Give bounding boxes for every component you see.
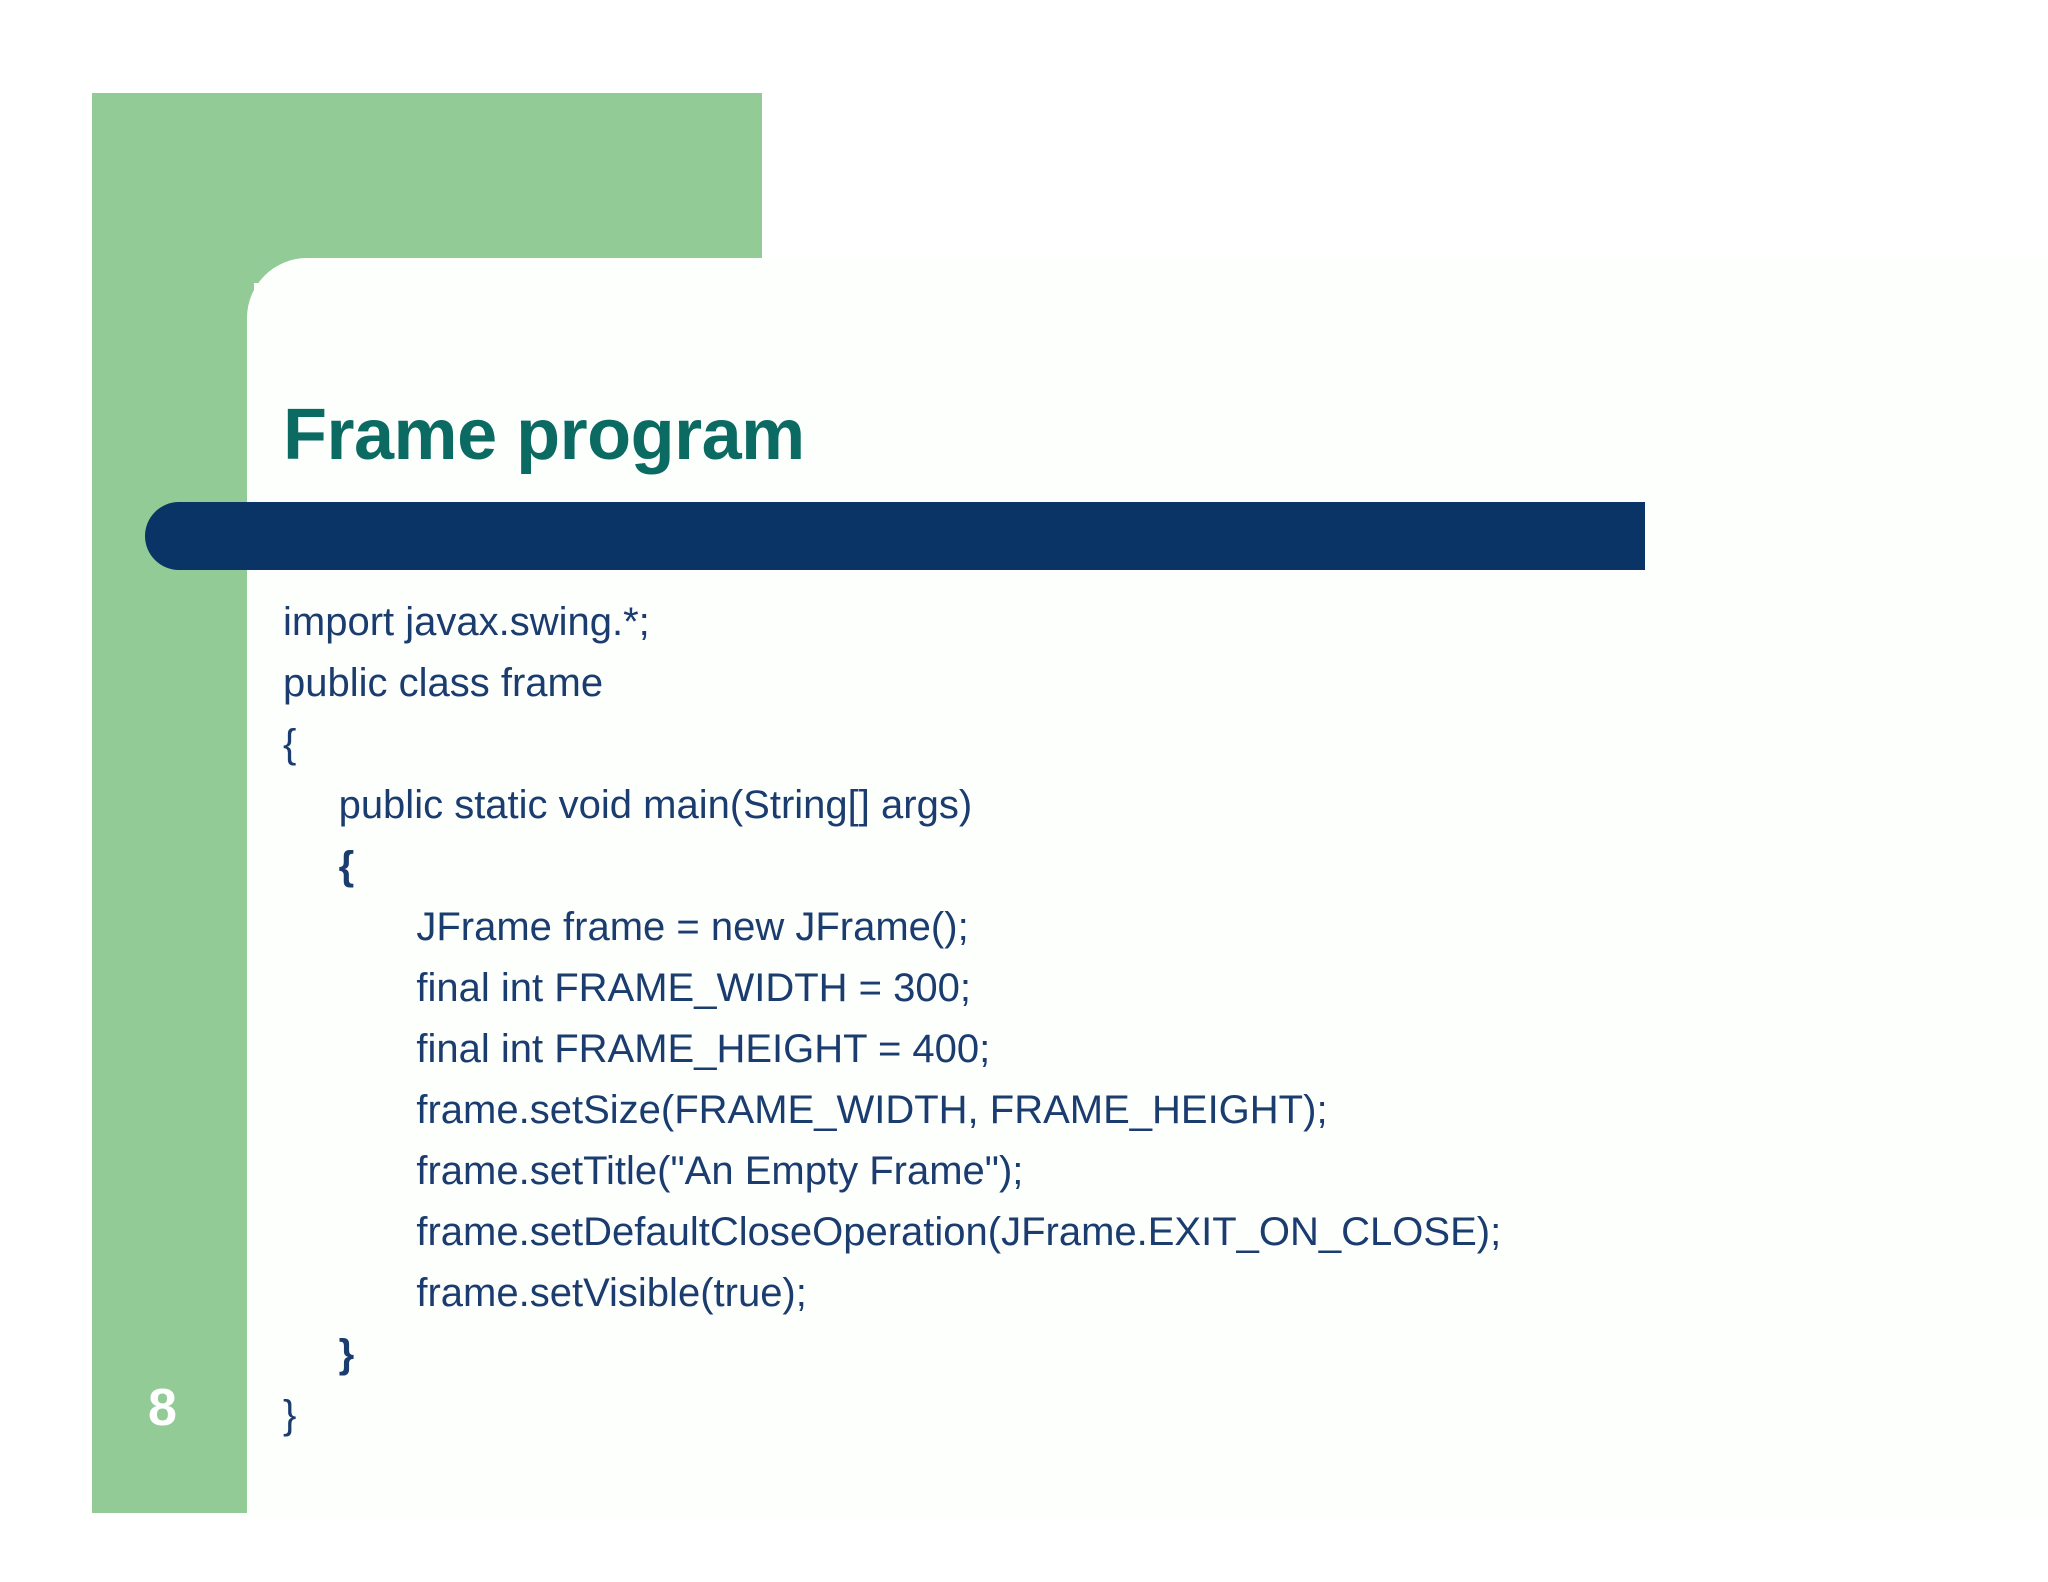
code-line: frame.setSize(FRAME_WIDTH, FRAME_HEIGHT)… [283, 1088, 1328, 1132]
code-line: frame.setTitle("An Empty Frame"); [283, 1149, 1024, 1193]
code-block: import javax.swing.*; public class frame {… [283, 592, 1883, 1446]
code-line: final int FRAME_HEIGHT = 400; [283, 1027, 991, 1071]
code-line: } [283, 1332, 355, 1376]
code-line: JFrame frame = new JFrame(); [283, 905, 969, 949]
code-line: final int FRAME_WIDTH = 300; [283, 966, 971, 1010]
code-line: frame.setVisible(true); [283, 1271, 807, 1315]
code-line: frame.setDefaultCloseOperation(JFrame.EX… [283, 1210, 1502, 1254]
page-title: Frame program [283, 395, 805, 476]
code-line: public static void main(String[] args) [283, 783, 973, 827]
code-line: import javax.swing.*; [283, 600, 650, 644]
content-panel [247, 258, 2048, 1518]
code-line: { [283, 844, 355, 888]
code-line: } [283, 1393, 297, 1437]
green-sidebar-band [92, 93, 254, 1513]
slide-page-number: 8 [148, 1379, 177, 1437]
code-line: public class frame [283, 661, 604, 705]
code-line: { [283, 722, 297, 766]
title-divider-bar [145, 502, 1645, 570]
